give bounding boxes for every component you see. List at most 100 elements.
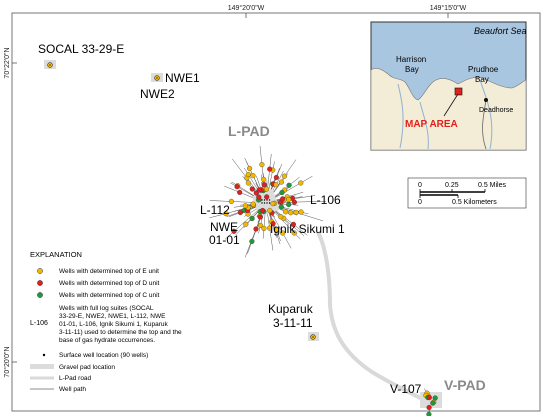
lpad-well-marker-68	[278, 179, 284, 185]
label-v-pad: V-PAD	[444, 377, 486, 393]
label-l112: L-112	[200, 203, 230, 217]
lon-label-left: 149°20'0"W	[228, 4, 265, 12]
well-nwe-center	[156, 77, 158, 79]
lpad-well-marker-29	[253, 226, 259, 232]
lpad-well-marker-49	[298, 180, 304, 186]
scale-bar-box	[407, 177, 527, 209]
inset-river-1	[397, 83, 404, 149]
inset-river-2	[419, 101, 429, 150]
inset-map-area-box	[454, 87, 463, 96]
lpad-well-marker-75	[290, 221, 296, 227]
inset-sea-label: Beaufort Sea	[474, 26, 527, 36]
lpad-well-marker-52	[260, 207, 266, 214]
scale-km-half: 0.5 Kilometers	[452, 199, 497, 206]
lpad-well-marker-56	[273, 174, 279, 181]
lpad-well-marker-48	[293, 209, 299, 215]
inset-harrison-b: Bay	[405, 65, 419, 74]
label-socal: SOCAL 33-29-E	[38, 42, 124, 56]
scale-km-0: 0	[418, 199, 422, 206]
lon-label-right: 149°15'0"W	[430, 4, 467, 12]
legend-road-label: L-Pad road	[59, 375, 92, 382]
lpad-well-marker-61	[249, 186, 255, 192]
lpad-well-marker-10	[267, 166, 273, 172]
legend-full-suite-line-5: base of gas hydrate occurrences.	[59, 337, 155, 344]
legend-c-unit-marker	[37, 292, 43, 298]
legend-title: EXPLANATION	[30, 250, 82, 259]
lpad-well-marker-80	[280, 196, 286, 202]
lpad-surface-location-0	[261, 199, 263, 201]
lpad-well-marker-1	[267, 225, 273, 231]
label-kuparuk-b: 3-11-11	[273, 316, 313, 330]
lpad-surface-location-3	[268, 199, 271, 201]
lpad-well-marker-14	[228, 198, 234, 204]
vpad-well-marker-9	[426, 395, 432, 401]
lpad-well-marker-60	[286, 182, 292, 188]
lpad-well-marker-15	[247, 165, 253, 172]
legend-c-unit-label: Wells with determined top of C unit	[59, 292, 160, 299]
lpad-well-marker-28	[281, 173, 288, 179]
lpad-well-marker-72	[249, 215, 255, 222]
legend-d-unit-marker	[37, 280, 43, 286]
lpad-surface-location-6	[266, 202, 268, 204]
legend-full-suite-line-2: 33-29-E, NWE2, NWE1, L-112, NWE	[59, 313, 166, 320]
lpad-surface-location-7	[268, 202, 271, 204]
scale-bar: 0 0.25 0.5 Miles 0 0.5 Kilometers	[407, 177, 527, 209]
inset-road	[482, 99, 487, 150]
lpad-well-marker-71	[270, 201, 276, 207]
legend-full-suite-line-4: 3-11-11) used to determine the top and t…	[59, 329, 182, 336]
lpad-well-marker-22	[253, 190, 259, 196]
lpad-well-marker-55	[223, 211, 229, 217]
vpad-well-marker-2	[430, 400, 436, 406]
lpad-well-marker-36	[280, 230, 286, 236]
vpad-well-marker-1	[426, 404, 432, 411]
lpad-well-marker-11	[249, 238, 255, 244]
label-nwe0101-a: NWE	[210, 220, 238, 234]
label-nwe1: NWE1	[165, 71, 200, 85]
inset-harrison-a: Harrison	[396, 55, 426, 64]
lpad-well-marker-57	[283, 209, 289, 215]
lpad-surface-location-5	[263, 202, 266, 204]
inset-river-3	[479, 79, 493, 150]
lpad-well-marker-81	[273, 182, 279, 188]
lpad-well-marker-12	[245, 180, 251, 186]
lpad-well-marker-30	[286, 202, 292, 208]
inset-leader	[443, 93, 459, 117]
legend-well-path-label: Well path	[59, 386, 86, 393]
lpad-well-marker-65	[257, 214, 263, 220]
inset-prudhoe-b: Bay	[475, 75, 489, 84]
well-socal-center	[49, 64, 51, 66]
well-kuparuk	[308, 332, 319, 341]
label-nwe0101-b: 01-01	[209, 233, 240, 247]
scale-mi-half: 0.5 Miles	[478, 182, 507, 189]
lpad-well-marker-73	[270, 221, 276, 227]
lpad-well-marker-7	[261, 176, 267, 182]
well-kuparuk-center	[312, 336, 314, 338]
inset-prudhoe-a: Prudhoe	[468, 65, 499, 74]
lpad-well-marker-47	[286, 196, 292, 203]
lpad-well-marker-74	[242, 203, 248, 209]
scale-mi-0: 0	[418, 182, 422, 189]
lpad-well-marker-40	[250, 201, 256, 207]
lpad-surface-location-1	[263, 199, 266, 201]
lpad-well-marker-79	[261, 225, 267, 231]
label-kuparuk-a: Kuparuk	[268, 302, 314, 316]
label-l106: L-106	[310, 193, 341, 207]
lpad-well-marker-8	[288, 210, 294, 216]
inset-map-area-label: MAP AREA	[405, 119, 458, 130]
lpad-well-marker-64	[291, 199, 297, 205]
legend-surface-well-label: Surface well location (90 wells)	[59, 352, 148, 359]
v-pad-gravel	[420, 392, 442, 408]
legend-d-unit-label: Wells with determined top of D unit	[59, 280, 160, 287]
lpad-surface-location-4	[261, 202, 263, 204]
well-markers	[223, 162, 438, 416]
lpad-well-marker-23	[237, 189, 243, 195]
legend-surface-well-marker	[42, 353, 46, 357]
lpad-well-marker-25	[243, 221, 249, 227]
vpad-well-marker-8	[432, 395, 438, 401]
legend-full-suite-line-1: Wells with full log suites (SOCAL	[59, 305, 154, 312]
well-socal	[44, 60, 56, 69]
lpad-well-marker-26	[257, 222, 264, 228]
lpad-well-marker-44	[267, 207, 273, 214]
legend-e-unit-marker	[37, 268, 43, 274]
